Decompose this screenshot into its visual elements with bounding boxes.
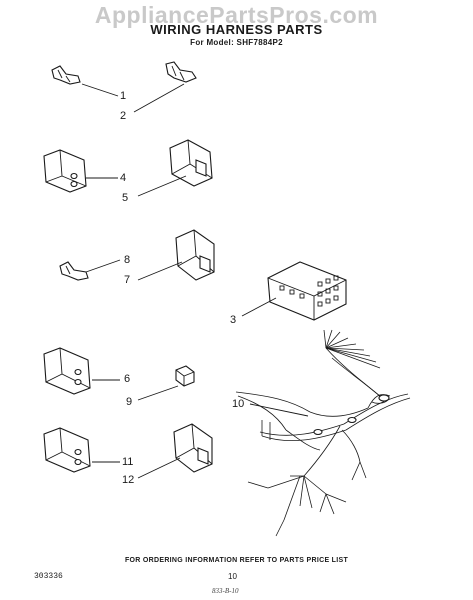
leader-3	[241, 297, 277, 317]
part-9-clip	[175, 365, 195, 387]
callout-5: 5	[122, 192, 129, 204]
leader-2	[133, 83, 185, 113]
reference-code: 833-B-10	[212, 587, 239, 595]
leader-10	[249, 403, 309, 417]
part-8-terminal	[59, 261, 89, 281]
callout-9: 9	[126, 396, 133, 408]
watermark: AppliancePartsPros.com	[94, 2, 379, 28]
part-2-terminal	[165, 61, 197, 83]
leader-9	[137, 385, 179, 401]
leader-12	[137, 457, 181, 479]
model-subtitle: For Model: SHF7884P2	[190, 38, 283, 47]
callout-4: 4	[120, 172, 127, 184]
leader-5	[137, 175, 187, 197]
ordering-note: FOR ORDERING INFORMATION REFER TO PARTS …	[124, 557, 349, 564]
leader-1	[81, 83, 119, 97]
harness-tie	[347, 416, 357, 424]
page-title: WIRING HARNESS PARTS	[150, 22, 323, 37]
part-4-connector	[43, 149, 87, 193]
part-5-connector	[169, 139, 213, 187]
callout-1: 1	[120, 90, 127, 102]
callout-7: 7	[124, 274, 131, 286]
callout-11: 11	[122, 456, 134, 468]
part-6-connector	[43, 347, 91, 395]
harness-tie	[378, 394, 390, 402]
document-number: 303336	[34, 572, 63, 581]
harness-tie	[313, 428, 323, 436]
callout-10: 10	[232, 398, 245, 410]
part-1-terminal	[51, 65, 81, 85]
part-7-connector	[175, 229, 215, 281]
leader-8	[85, 259, 121, 273]
callout-6: 6	[124, 373, 131, 385]
page-number: 10	[228, 572, 237, 581]
callout-12: 12	[122, 474, 135, 486]
part-10-wiring-harness	[235, 329, 411, 537]
callout-2: 2	[120, 110, 127, 122]
part-12-connector	[173, 423, 213, 473]
part-3-terminal-block	[267, 261, 347, 321]
callout-3: 3	[230, 314, 237, 326]
callout-8: 8	[124, 254, 131, 266]
leader-7	[137, 261, 183, 281]
part-11-connector	[43, 427, 91, 473]
part-3-pin-holes	[279, 275, 339, 307]
